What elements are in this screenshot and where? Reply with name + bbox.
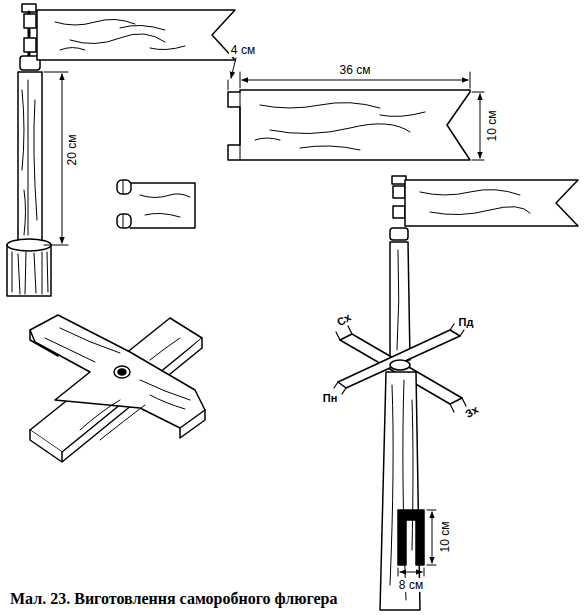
direction-letter: Сх (333, 310, 355, 330)
assembled-weathervane (334, 176, 578, 610)
dimension-label: 4 см (229, 43, 257, 57)
crossed-boards (30, 315, 205, 462)
figure-caption: Мал. 23. Виготовлення саморобного флюгер… (10, 590, 338, 608)
pole-with-flag (7, 4, 235, 296)
dimension-label: 8 см (397, 578, 425, 592)
direction-letter: Пн (321, 392, 340, 405)
letter-blank (398, 510, 436, 576)
flag-pattern (228, 58, 484, 160)
dimension-label: 10 см (485, 109, 499, 144)
dimension-label: 10 см (438, 520, 452, 555)
rolled-tabs-detail (117, 180, 195, 228)
dimension-label: 20 см (65, 133, 79, 168)
direction-letter: Зх (461, 402, 482, 422)
direction-letter: Пд (457, 316, 476, 329)
dimension-label: 36 см (338, 63, 373, 77)
